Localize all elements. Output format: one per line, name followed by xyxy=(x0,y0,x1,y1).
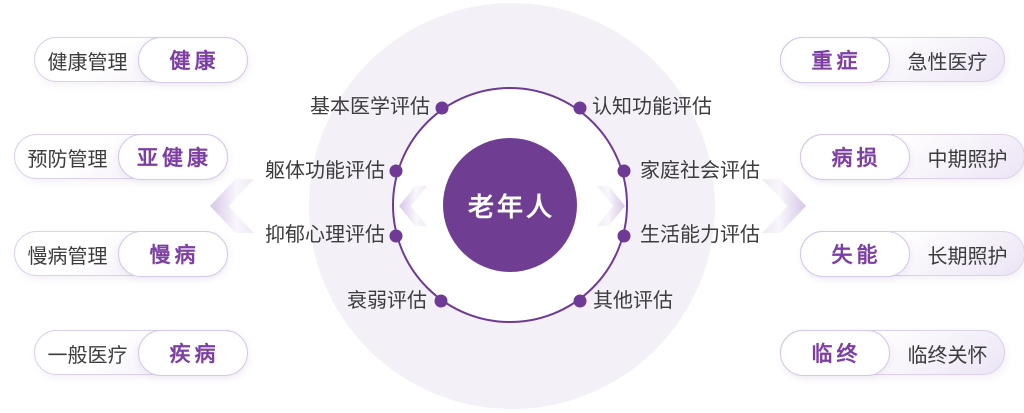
node-dot-basic-medical xyxy=(435,101,449,115)
left-row-subhealth-label: 预防管理 xyxy=(27,149,108,171)
right-row-disability: 失能 长期照护 xyxy=(799,230,1024,277)
right-row-disability-pill: 失能 xyxy=(799,230,910,277)
left-row-subhealth-pill-label: 亚健康 xyxy=(137,146,212,170)
right-row-endoflife: 临终 临终关怀 xyxy=(779,329,1005,376)
right-row-impairment-label: 中期照护 xyxy=(927,149,1008,171)
center-label: 老年人 xyxy=(467,191,555,222)
right-row-endoflife-pill-label: 临终 xyxy=(811,342,862,366)
left-row-chronic: 慢病管理 慢病 xyxy=(14,230,228,277)
node-dot-cognitive xyxy=(573,101,587,115)
right-row-critical-pill-label: 重症 xyxy=(811,49,862,73)
left-row-health-label: 健康管理 xyxy=(47,52,128,74)
right-row-disability-pill-label: 失能 xyxy=(831,243,882,267)
label-cognitive-assessment: 认知功能评估 xyxy=(592,96,712,118)
node-dot-other xyxy=(573,294,587,308)
left-row-health-pill: 健康 xyxy=(137,36,248,83)
left-row-chronic-label: 慢病管理 xyxy=(27,246,108,268)
node-dot-living-ability xyxy=(617,229,631,243)
node-dot-depression xyxy=(389,229,403,243)
left-row-chronic-pill: 慢病 xyxy=(117,230,228,277)
chevron-left-icon xyxy=(210,179,254,233)
left-row-disease-label: 一般医疗 xyxy=(47,345,128,367)
node-dot-frailty xyxy=(434,294,448,308)
right-row-critical-pill: 重症 xyxy=(779,36,890,83)
left-row-subhealth-pill: 亚健康 xyxy=(117,133,228,180)
right-row-critical: 重症 急性医疗 xyxy=(779,36,1005,83)
node-dot-family-social xyxy=(617,164,631,178)
left-row-health: 健康管理 健康 xyxy=(34,36,248,83)
right-row-impairment-pill: 病损 xyxy=(799,133,910,180)
label-physical-assessment: 躯体功能评估 xyxy=(265,160,385,182)
left-row-subhealth: 预防管理 亚健康 xyxy=(14,133,228,180)
right-row-endoflife-label: 临终关怀 xyxy=(907,345,988,367)
label-other-assessment: 其他评估 xyxy=(593,290,673,312)
right-row-critical-label: 急性医疗 xyxy=(907,52,988,74)
label-depression-assessment: 抑郁心理评估 xyxy=(265,224,385,246)
left-row-disease-pill-label: 疾病 xyxy=(169,342,220,366)
label-frailty-assessment: 衰弱评估 xyxy=(347,290,427,312)
right-row-impairment: 病损 中期照护 xyxy=(799,133,1024,180)
chevron-right-icon xyxy=(762,179,806,233)
right-row-disability-label: 长期照护 xyxy=(927,246,1008,268)
left-row-health-pill-label: 健康 xyxy=(169,49,220,73)
label-basic-medical-assessment: 基本医学评估 xyxy=(310,96,430,118)
left-row-chronic-pill-label: 慢病 xyxy=(149,243,200,267)
label-living-ability-assessment: 生活能力评估 xyxy=(640,224,760,246)
center-circle: 老年人 xyxy=(443,138,577,272)
label-family-social-assessment: 家庭社会评估 xyxy=(640,160,760,182)
right-row-endoflife-pill: 临终 xyxy=(779,329,890,376)
left-row-disease-pill: 疾病 xyxy=(137,329,248,376)
left-row-disease: 一般医疗 疾病 xyxy=(34,329,248,376)
node-dot-physical xyxy=(389,164,403,178)
right-row-impairment-pill-label: 病损 xyxy=(831,146,882,170)
